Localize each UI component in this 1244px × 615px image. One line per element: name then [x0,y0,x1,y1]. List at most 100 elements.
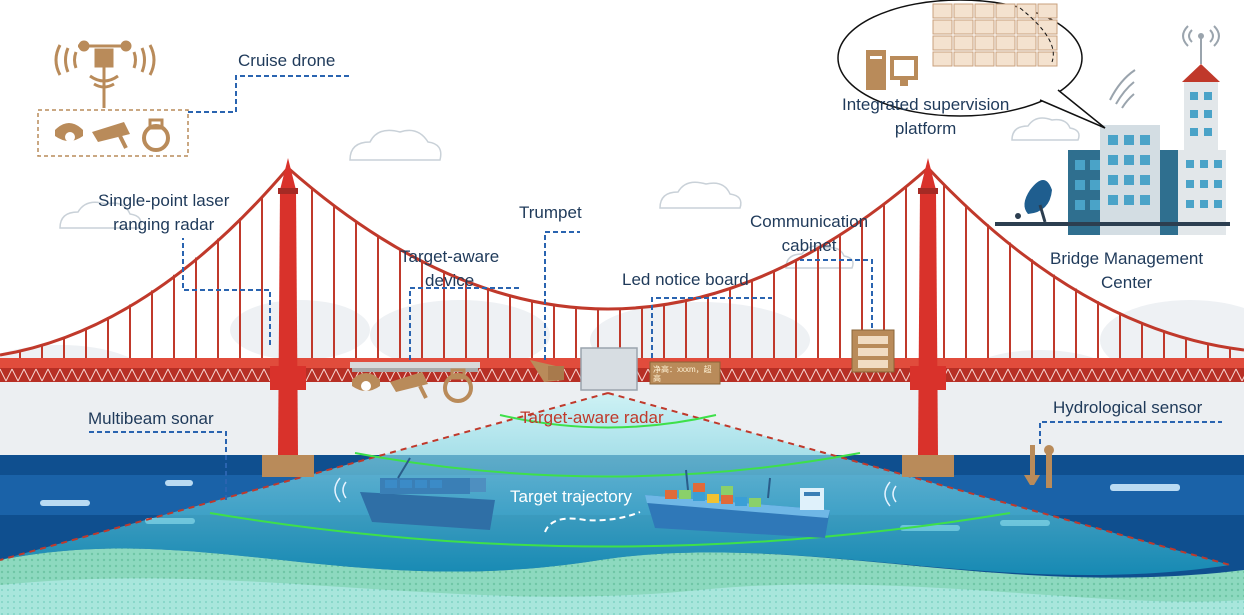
deck-truss-bar [977,368,985,382]
deck-truss-bar [839,368,847,382]
bridge-management-center-icon [995,25,1230,235]
deck-truss-bar [1193,368,1201,382]
deck-truss-bar [179,368,187,382]
deck-truss-bar [173,368,181,382]
screen-wall-panel [974,3,995,19]
label-led-board: Led notice board [622,270,749,289]
label-target-device: Target-aware device [400,245,499,293]
screen-wall-panel [1037,3,1058,19]
deck-truss-bar [143,368,151,382]
deck-truss-bar [563,368,571,382]
deck-truss-bar [1151,368,1159,382]
deck-truss-bar [641,368,649,382]
deck-truss-bar [785,368,793,382]
deck-truss-bar [1067,368,1075,382]
deck-truss-bar [485,368,493,382]
deck-truss-bar [245,368,253,382]
deck-truss-bar [137,368,145,382]
deck-truss-bar [743,368,751,382]
led-notice-board-icon [649,361,721,385]
deck-truss-bar [1001,368,1009,382]
deck-truss-bar [191,368,199,382]
deck-truss-bar [1091,368,1099,382]
deck-truss-bar [317,368,325,382]
communication-cabinet-icon [851,329,895,373]
label-comm-cabinet-line2: cabinet [781,236,837,255]
screen-wall-panel [974,51,995,67]
deck-truss-bar [803,368,811,382]
deck-truss-bar [149,368,157,382]
deck-truss-bar [1181,368,1189,382]
deck-truss-bar [1097,368,1105,382]
bridge-tower-right [902,158,954,477]
label-platform-line2: platform [894,119,957,138]
deck-truss-bar [779,368,787,382]
label-cruise-drone: Cruise drone [238,51,336,70]
deck-truss-bar [983,368,991,382]
target-aware-radar-box [580,347,638,391]
drone-sensor-box [37,109,189,157]
deck-truss-bar [203,368,211,382]
screen-wall-panel [1037,51,1058,67]
deck-truss-bar [1043,368,1051,382]
deck-truss-bar [1007,368,1015,382]
deck-truss-bar [1163,368,1171,382]
label-center-line1: Bridge Management [1050,249,1204,268]
deck-truss-bar [1235,368,1243,382]
screen-wall-panel [953,35,974,51]
deck-truss-bar [5,368,13,382]
deck-truss-bar [1073,368,1081,382]
deck-truss-bar [29,368,37,382]
deck-truss-bar [479,368,487,382]
deck-truss-bar [965,368,973,382]
deck-truss-bar [971,368,979,382]
deck-truss-bar [11,368,19,382]
label-laser-radar: Single-point laser ranging radar [98,189,229,237]
bridge-main-cable [0,166,1244,357]
screen-wall-panel [974,35,995,51]
deck-truss-bar [845,368,853,382]
deck-truss-bar [305,368,313,382]
led-board-text-line1: 净高：xxxm，超 [653,365,712,374]
deck-truss-bar [95,368,103,382]
deck-truss-bar [491,368,499,382]
screen-wall-panel [953,51,974,67]
screen-wall-panel [932,51,953,67]
screen-wall-panel [995,19,1016,35]
deck-truss-bar [569,368,577,382]
deck-truss-bar [0,368,7,382]
label-comm-cabinet-line1: Communication [750,212,869,231]
deck-truss-bar [53,368,61,382]
screen-wall-panel [953,19,974,35]
deck-truss-bar [1025,368,1033,382]
deck-truss-bar [71,368,79,382]
screen-wall-panel [1016,35,1037,51]
sky-clouds [59,117,1080,269]
deck-truss-bar [1037,368,1045,382]
deck-truss-bar [755,368,763,382]
deck-truss-bar [131,368,139,382]
deck-truss-bar [1019,368,1027,382]
deck-truss-bar [161,368,169,382]
deck-truss-bar [125,368,133,382]
sonar-beams-icon [334,477,897,507]
screen-wall-panel [932,35,953,51]
label-target-device-line2: device [425,271,475,290]
deck-truss-bar [89,368,97,382]
deck-truss-bar [41,368,49,382]
screen-wall-panel [1016,19,1037,35]
label-supervision-platform: Integrated supervision platform [842,93,1009,141]
screen-wall-panel [953,3,974,19]
deck-truss-bar [1169,368,1177,382]
deck-truss-bar [119,368,127,382]
deck-truss-bar [1055,368,1063,382]
deck-truss-bar [47,368,55,382]
bridge-tower-left [262,158,314,477]
deck-truss-bar [35,368,43,382]
deck-truss-bar [251,368,259,382]
deck-truss-bar [335,368,343,382]
screen-wall-panel [995,51,1016,67]
deck-truss-bar [311,368,319,382]
